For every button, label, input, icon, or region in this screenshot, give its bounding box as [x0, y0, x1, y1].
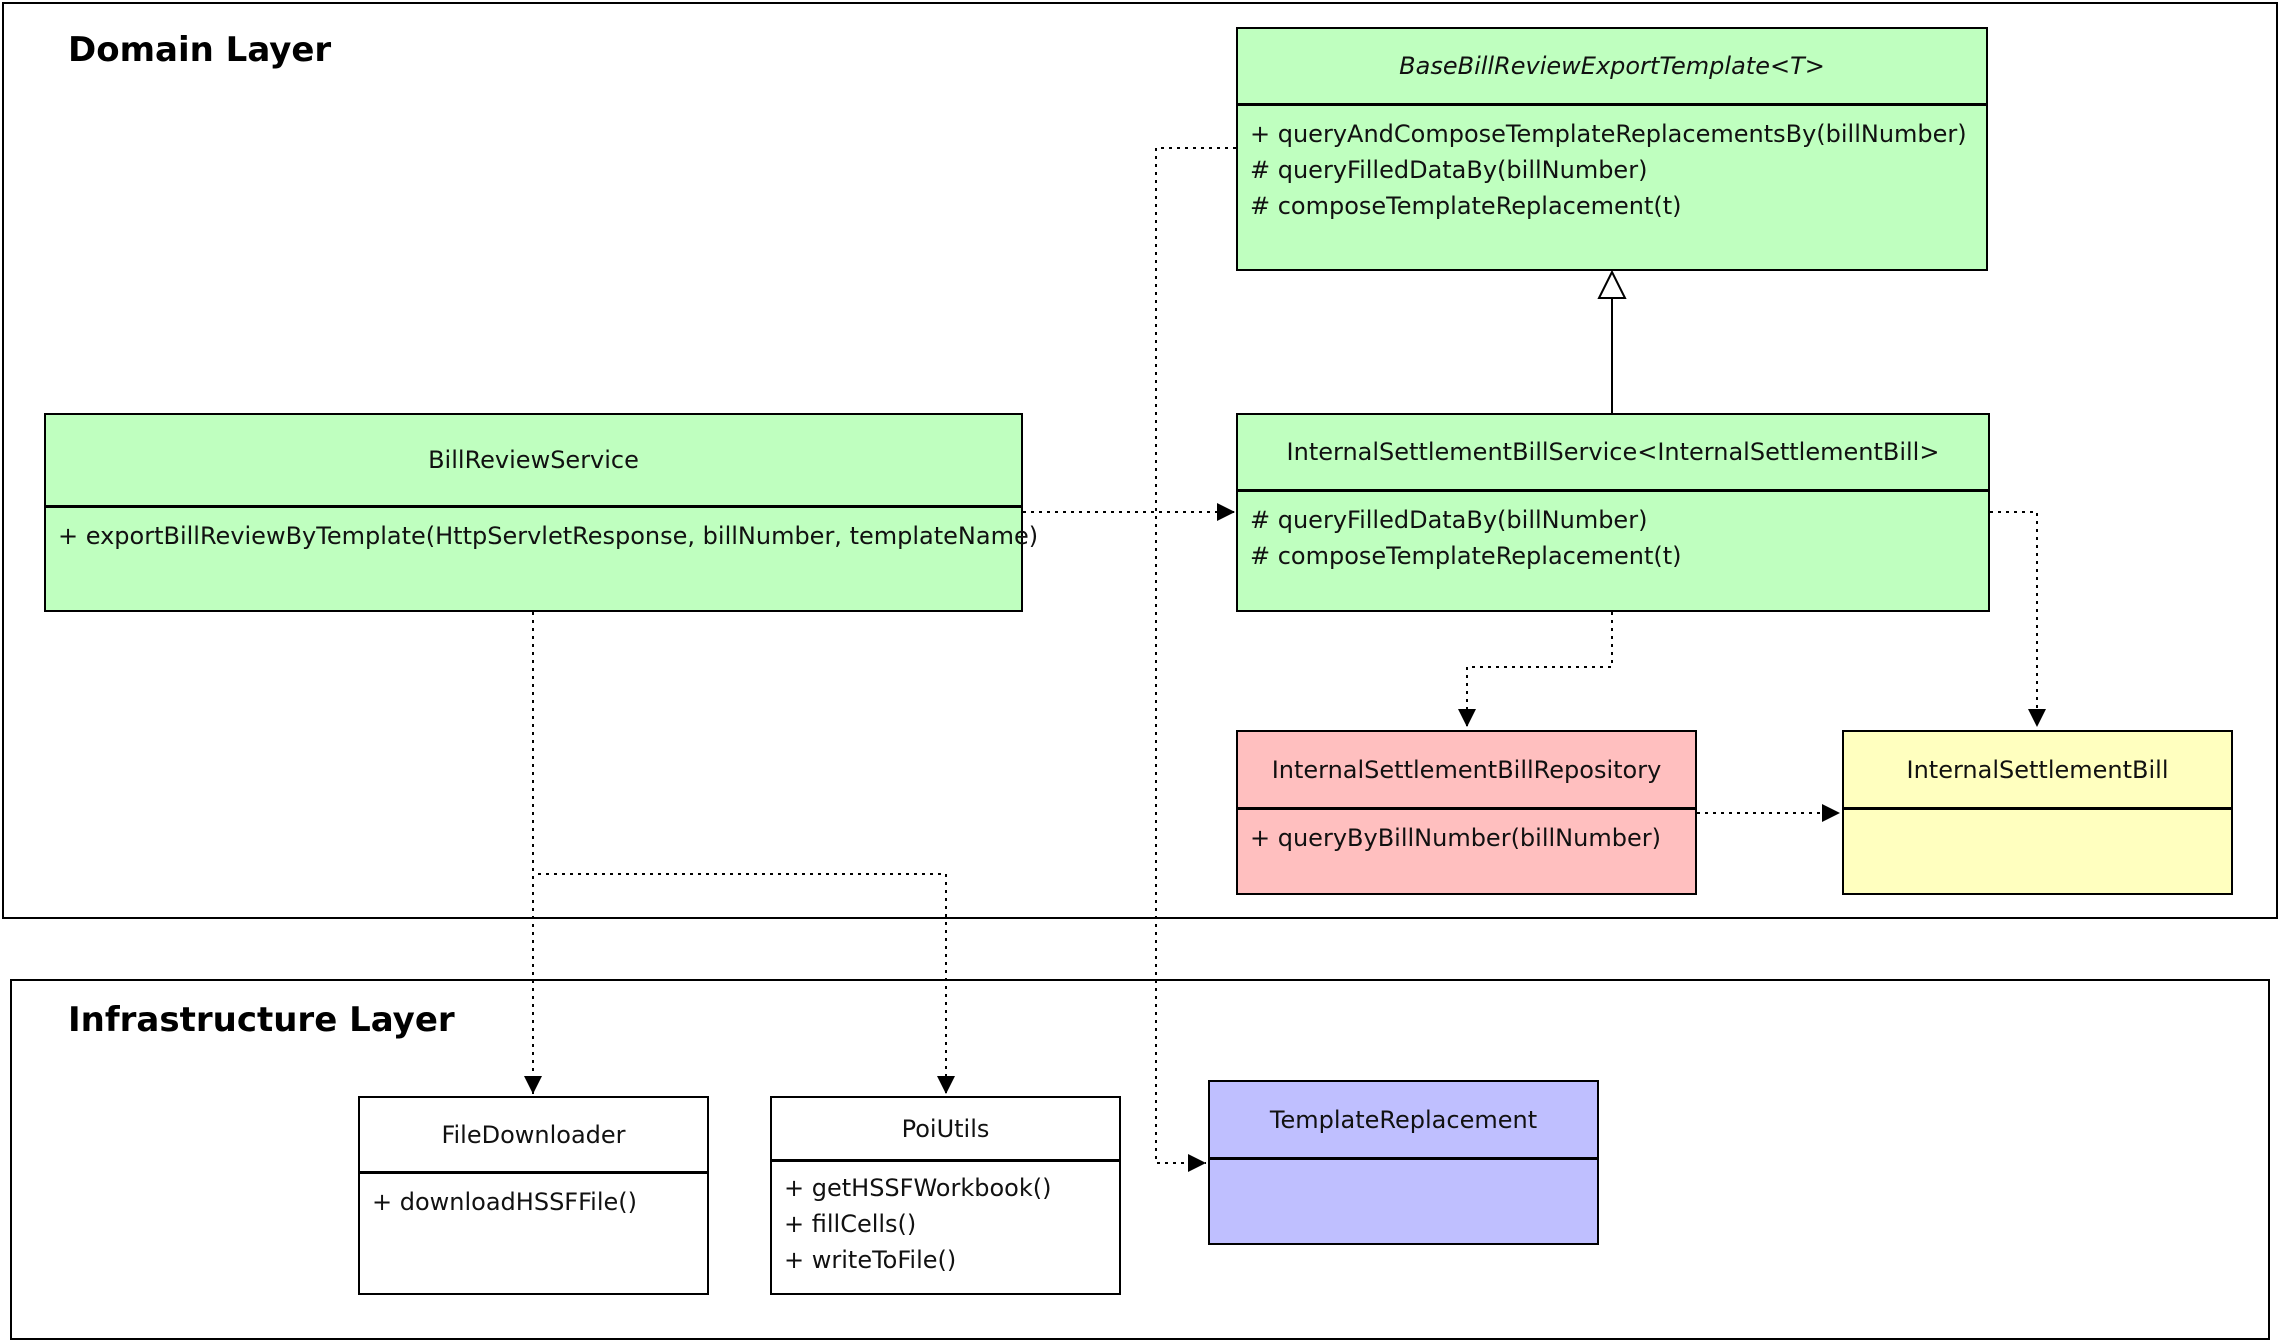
dep-internal-service-to-repository [1458, 612, 1613, 727]
member: # composeTemplateReplacement(t) [1250, 542, 1682, 570]
inheritance-arrow [1597, 269, 1627, 413]
member: # queryFilledDataBy(billNumber) [1250, 156, 1648, 184]
class-template-replacement[interactable]: TemplateReplacement [1208, 1080, 1599, 1245]
member: # composeTemplateReplacement(t) [1250, 192, 1682, 220]
class-internal-settlement-bill-service[interactable]: InternalSettlementBillService<InternalSe… [1236, 413, 1990, 612]
class-bill-review-service[interactable]: BillReviewService + exportBillReviewByTe… [44, 413, 1039, 612]
member: + fillCells() [784, 1210, 917, 1238]
class-name: InternalSettlementBillRepository [1238, 732, 1695, 810]
class-name: BaseBillReviewExportTemplate<T> [1238, 29, 1986, 106]
class-internal-settlement-bill-repository[interactable]: InternalSettlementBillRepository + query… [1236, 730, 1697, 895]
dep-service-to-poi-utils [538, 873, 955, 1094]
dep-template-to-replacement [1155, 147, 1236, 1172]
class-name: PoiUtils [772, 1098, 1119, 1162]
class-name: BillReviewService [46, 415, 1021, 508]
member: + writeToFile() [784, 1246, 957, 1274]
class-internal-settlement-bill[interactable]: InternalSettlementBill [1842, 730, 2233, 895]
class-name: InternalSettlementBillService<InternalSe… [1238, 415, 1988, 492]
class-name: FileDownloader [360, 1098, 707, 1174]
member: + downloadHSSFFile() [372, 1188, 637, 1216]
class-file-downloader[interactable]: FileDownloader + downloadHSSFFile() [358, 1096, 709, 1295]
class-name: TemplateReplacement [1210, 1082, 1597, 1160]
dep-internal-service-to-bill [1990, 511, 2046, 727]
class-base-bill-review-export-template[interactable]: BaseBillReviewExportTemplate<T> + queryA… [1236, 27, 1988, 271]
infrastructure-layer-title: Infrastructure Layer [68, 1000, 455, 1040]
class-poi-utils[interactable]: PoiUtils + getHSSFWorkbook() + fillCells… [770, 1096, 1121, 1295]
domain-layer-title: Domain Layer [68, 30, 332, 70]
member: + getHSSFWorkbook() [784, 1174, 1052, 1202]
member: + exportBillReviewByTemplate(HttpServlet… [58, 522, 1039, 550]
member: # queryFilledDataBy(billNumber) [1250, 506, 1648, 534]
member: + queryAndComposeTemplateReplacementsBy(… [1250, 120, 1967, 148]
member: + queryByBillNumber(billNumber) [1250, 824, 1661, 852]
class-name: InternalSettlementBill [1844, 732, 2231, 810]
